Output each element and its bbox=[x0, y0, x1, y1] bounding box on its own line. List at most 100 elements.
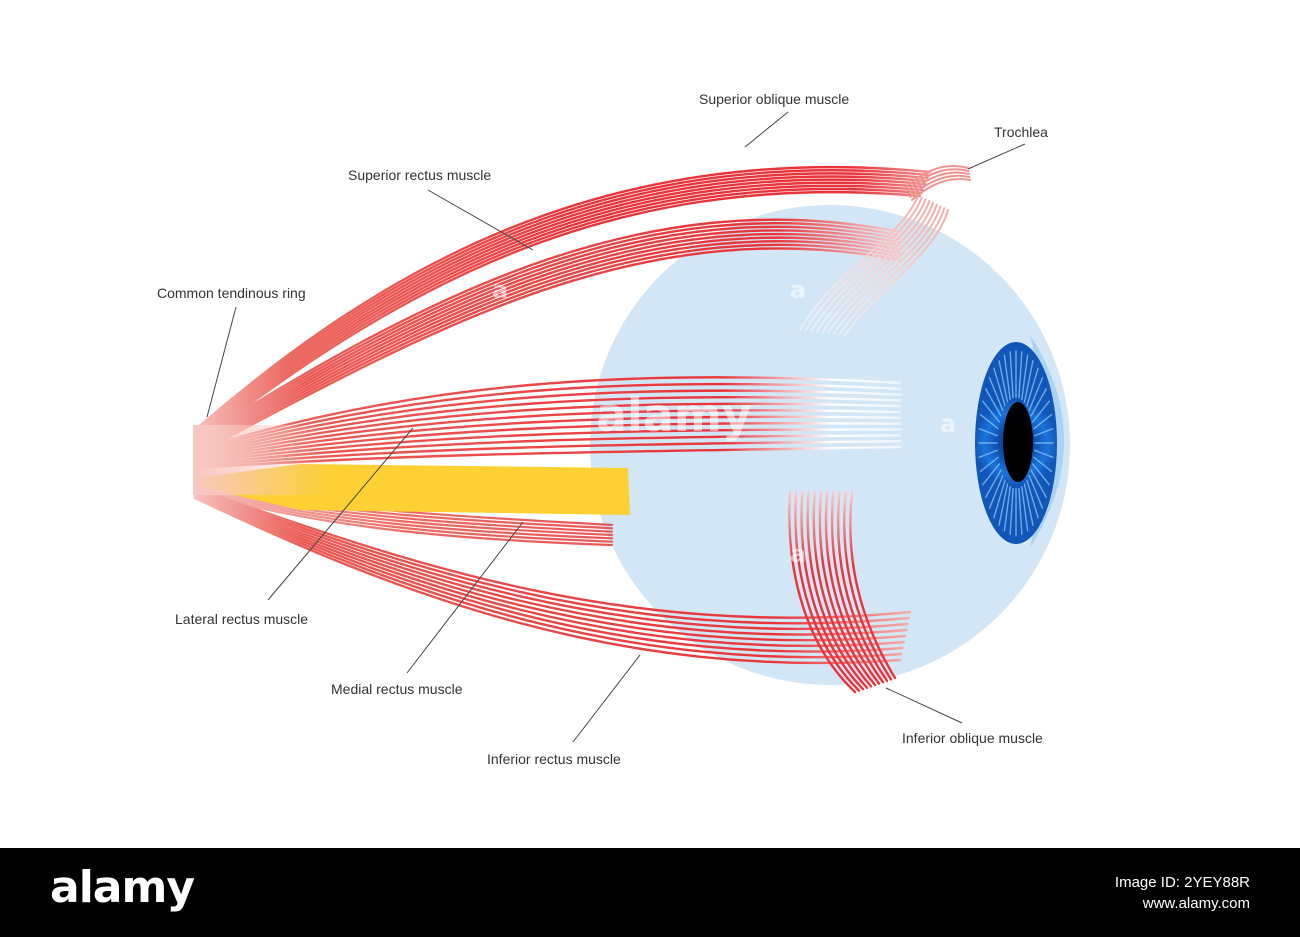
inferior-rectus-fiber bbox=[193, 486, 912, 619]
iris-fiber bbox=[1026, 479, 1039, 519]
trochlea-loop bbox=[904, 165, 971, 201]
superior-oblique-fiber bbox=[193, 175, 928, 437]
iris-fiber bbox=[988, 377, 1004, 412]
superior-oblique-tendon-fiber bbox=[804, 196, 923, 332]
inferior-oblique-fiber bbox=[800, 490, 865, 691]
iris-fiber bbox=[1033, 456, 1053, 473]
eye-muscles-diagram: Superior oblique muscle Trochlea Superio… bbox=[157, 91, 1070, 767]
iris-fiber bbox=[978, 449, 999, 459]
superior-rectus-muscle bbox=[193, 218, 902, 457]
medial-rectus-fiber bbox=[193, 487, 614, 537]
inferior-oblique-fiber bbox=[836, 490, 889, 682]
inferior-oblique-fiber bbox=[830, 490, 885, 684]
superior-oblique-fiber bbox=[193, 172, 929, 435]
inferior-oblique-muscle bbox=[788, 490, 897, 694]
medial-rectus-fiber bbox=[193, 490, 614, 547]
image-id: Image ID: 2YEY88R bbox=[1114, 874, 1250, 891]
superior-rectus-fiber bbox=[193, 236, 902, 451]
iris-fiber bbox=[993, 479, 1006, 519]
inferior-rectus-fiber bbox=[193, 488, 910, 625]
leader-lateral-rectus bbox=[267, 427, 414, 601]
label-inferior-oblique-muscle: Inferior oblique muscle bbox=[902, 730, 1043, 746]
iris-fiber bbox=[1023, 483, 1034, 526]
iris-fiber bbox=[979, 456, 999, 473]
superior-rectus-fiber bbox=[193, 240, 902, 453]
common-tendinous-ring bbox=[193, 425, 333, 495]
inferior-rectus-fiber bbox=[193, 491, 907, 642]
superior-oblique-fiber bbox=[193, 181, 925, 441]
superior-oblique-fiber bbox=[193, 190, 922, 447]
iris-fiber bbox=[1031, 400, 1051, 423]
medial-rectus-fiber bbox=[193, 489, 614, 543]
trochlea-fiber bbox=[907, 171, 970, 195]
label-superior-oblique-muscle: Superior oblique muscle bbox=[699, 91, 850, 107]
iris-fiber bbox=[984, 469, 1002, 498]
superior-rectus-fiber bbox=[193, 222, 902, 444]
iris-fiber bbox=[1028, 377, 1044, 412]
iris-fiber bbox=[1003, 486, 1011, 532]
superior-oblique-tendon-fiber bbox=[832, 205, 942, 335]
inferior-oblique-fiber bbox=[812, 490, 873, 688]
superior-oblique-tendon-fiber bbox=[799, 195, 919, 331]
pupil bbox=[1003, 402, 1033, 482]
trochlea-fiber bbox=[911, 178, 971, 201]
iris-fiber bbox=[1021, 354, 1029, 400]
inferior-oblique-fiber bbox=[843, 490, 893, 681]
superior-oblique-muscle bbox=[193, 165, 932, 447]
inferior-rectus-muscle bbox=[193, 486, 912, 665]
iris-fiber bbox=[979, 413, 999, 430]
trochlea-fiber bbox=[904, 165, 969, 189]
inferior-rectus-fiber bbox=[193, 489, 909, 631]
footer-bar: alamy Image ID: 2YEY88R www.alamy.com bbox=[0, 848, 1300, 937]
superior-oblique-tendon-fiber bbox=[815, 200, 931, 333]
inferior-rectus-fiber bbox=[193, 490, 908, 636]
iris-fiber bbox=[998, 360, 1009, 403]
superior-rectus-fiber bbox=[193, 225, 902, 445]
superior-rectus-fiber bbox=[193, 229, 902, 447]
superior-oblique-tendon-fiber bbox=[810, 198, 927, 333]
label-inferior-rectus-muscle: Inferior rectus muscle bbox=[487, 751, 621, 767]
site-url: www.alamy.com bbox=[1142, 895, 1250, 912]
superior-rectus-fiber bbox=[193, 247, 902, 457]
superior-rectus-fiber bbox=[193, 243, 902, 455]
iris-fiber bbox=[1023, 360, 1034, 403]
leader-common-ring bbox=[206, 306, 237, 418]
iris-fiber bbox=[981, 400, 1001, 423]
iris-fiber bbox=[1031, 463, 1051, 486]
superior-oblique-tendon bbox=[799, 195, 949, 336]
iris-fiber bbox=[993, 367, 1006, 407]
leader-lines bbox=[206, 111, 1026, 743]
superior-oblique-tendon-fiber bbox=[827, 203, 938, 335]
iris-fiber bbox=[1026, 367, 1039, 407]
diagram-canvas bbox=[193, 111, 1070, 743]
superior-oblique-tendon-fiber bbox=[844, 209, 949, 336]
superior-oblique-tendon-fiber bbox=[838, 207, 946, 336]
inferior-oblique-fiber bbox=[849, 490, 897, 680]
leader-inferior-rectus bbox=[572, 654, 641, 743]
label-superior-rectus-muscle: Superior rectus muscle bbox=[348, 167, 492, 183]
iris-fiber bbox=[981, 463, 1001, 486]
trochlea-fiber bbox=[909, 174, 971, 198]
iris-fiber bbox=[1009, 351, 1014, 399]
iris-fiber bbox=[1021, 486, 1029, 532]
inferior-oblique-fiber bbox=[824, 490, 881, 685]
inferior-rectus-fiber bbox=[193, 494, 904, 653]
medial-rectus-fiber bbox=[193, 488, 614, 540]
superior-oblique-fiber bbox=[193, 187, 923, 445]
alamy-logo: alamy bbox=[50, 862, 195, 913]
superior-oblique-fiber bbox=[193, 184, 924, 443]
lateral-rectus-fiber bbox=[193, 376, 902, 452]
label-lateral-rectus-muscle: Lateral rectus muscle bbox=[175, 611, 309, 627]
iris-fiber bbox=[1033, 449, 1054, 459]
superior-oblique-fiber bbox=[193, 165, 932, 432]
iris-fiber bbox=[1033, 413, 1053, 430]
leader-inferior-oblique bbox=[885, 687, 963, 724]
leader-superior-oblique bbox=[744, 111, 789, 148]
inferior-oblique-fiber bbox=[794, 490, 861, 692]
iris-fiber bbox=[1030, 388, 1048, 417]
iris-fiber bbox=[1018, 351, 1023, 399]
trochlea-fiber bbox=[905, 168, 970, 192]
label-medial-rectus-muscle: Medial rectus muscle bbox=[331, 681, 463, 697]
iris-fiber bbox=[1033, 427, 1054, 437]
superior-oblique-fiber bbox=[193, 169, 930, 434]
